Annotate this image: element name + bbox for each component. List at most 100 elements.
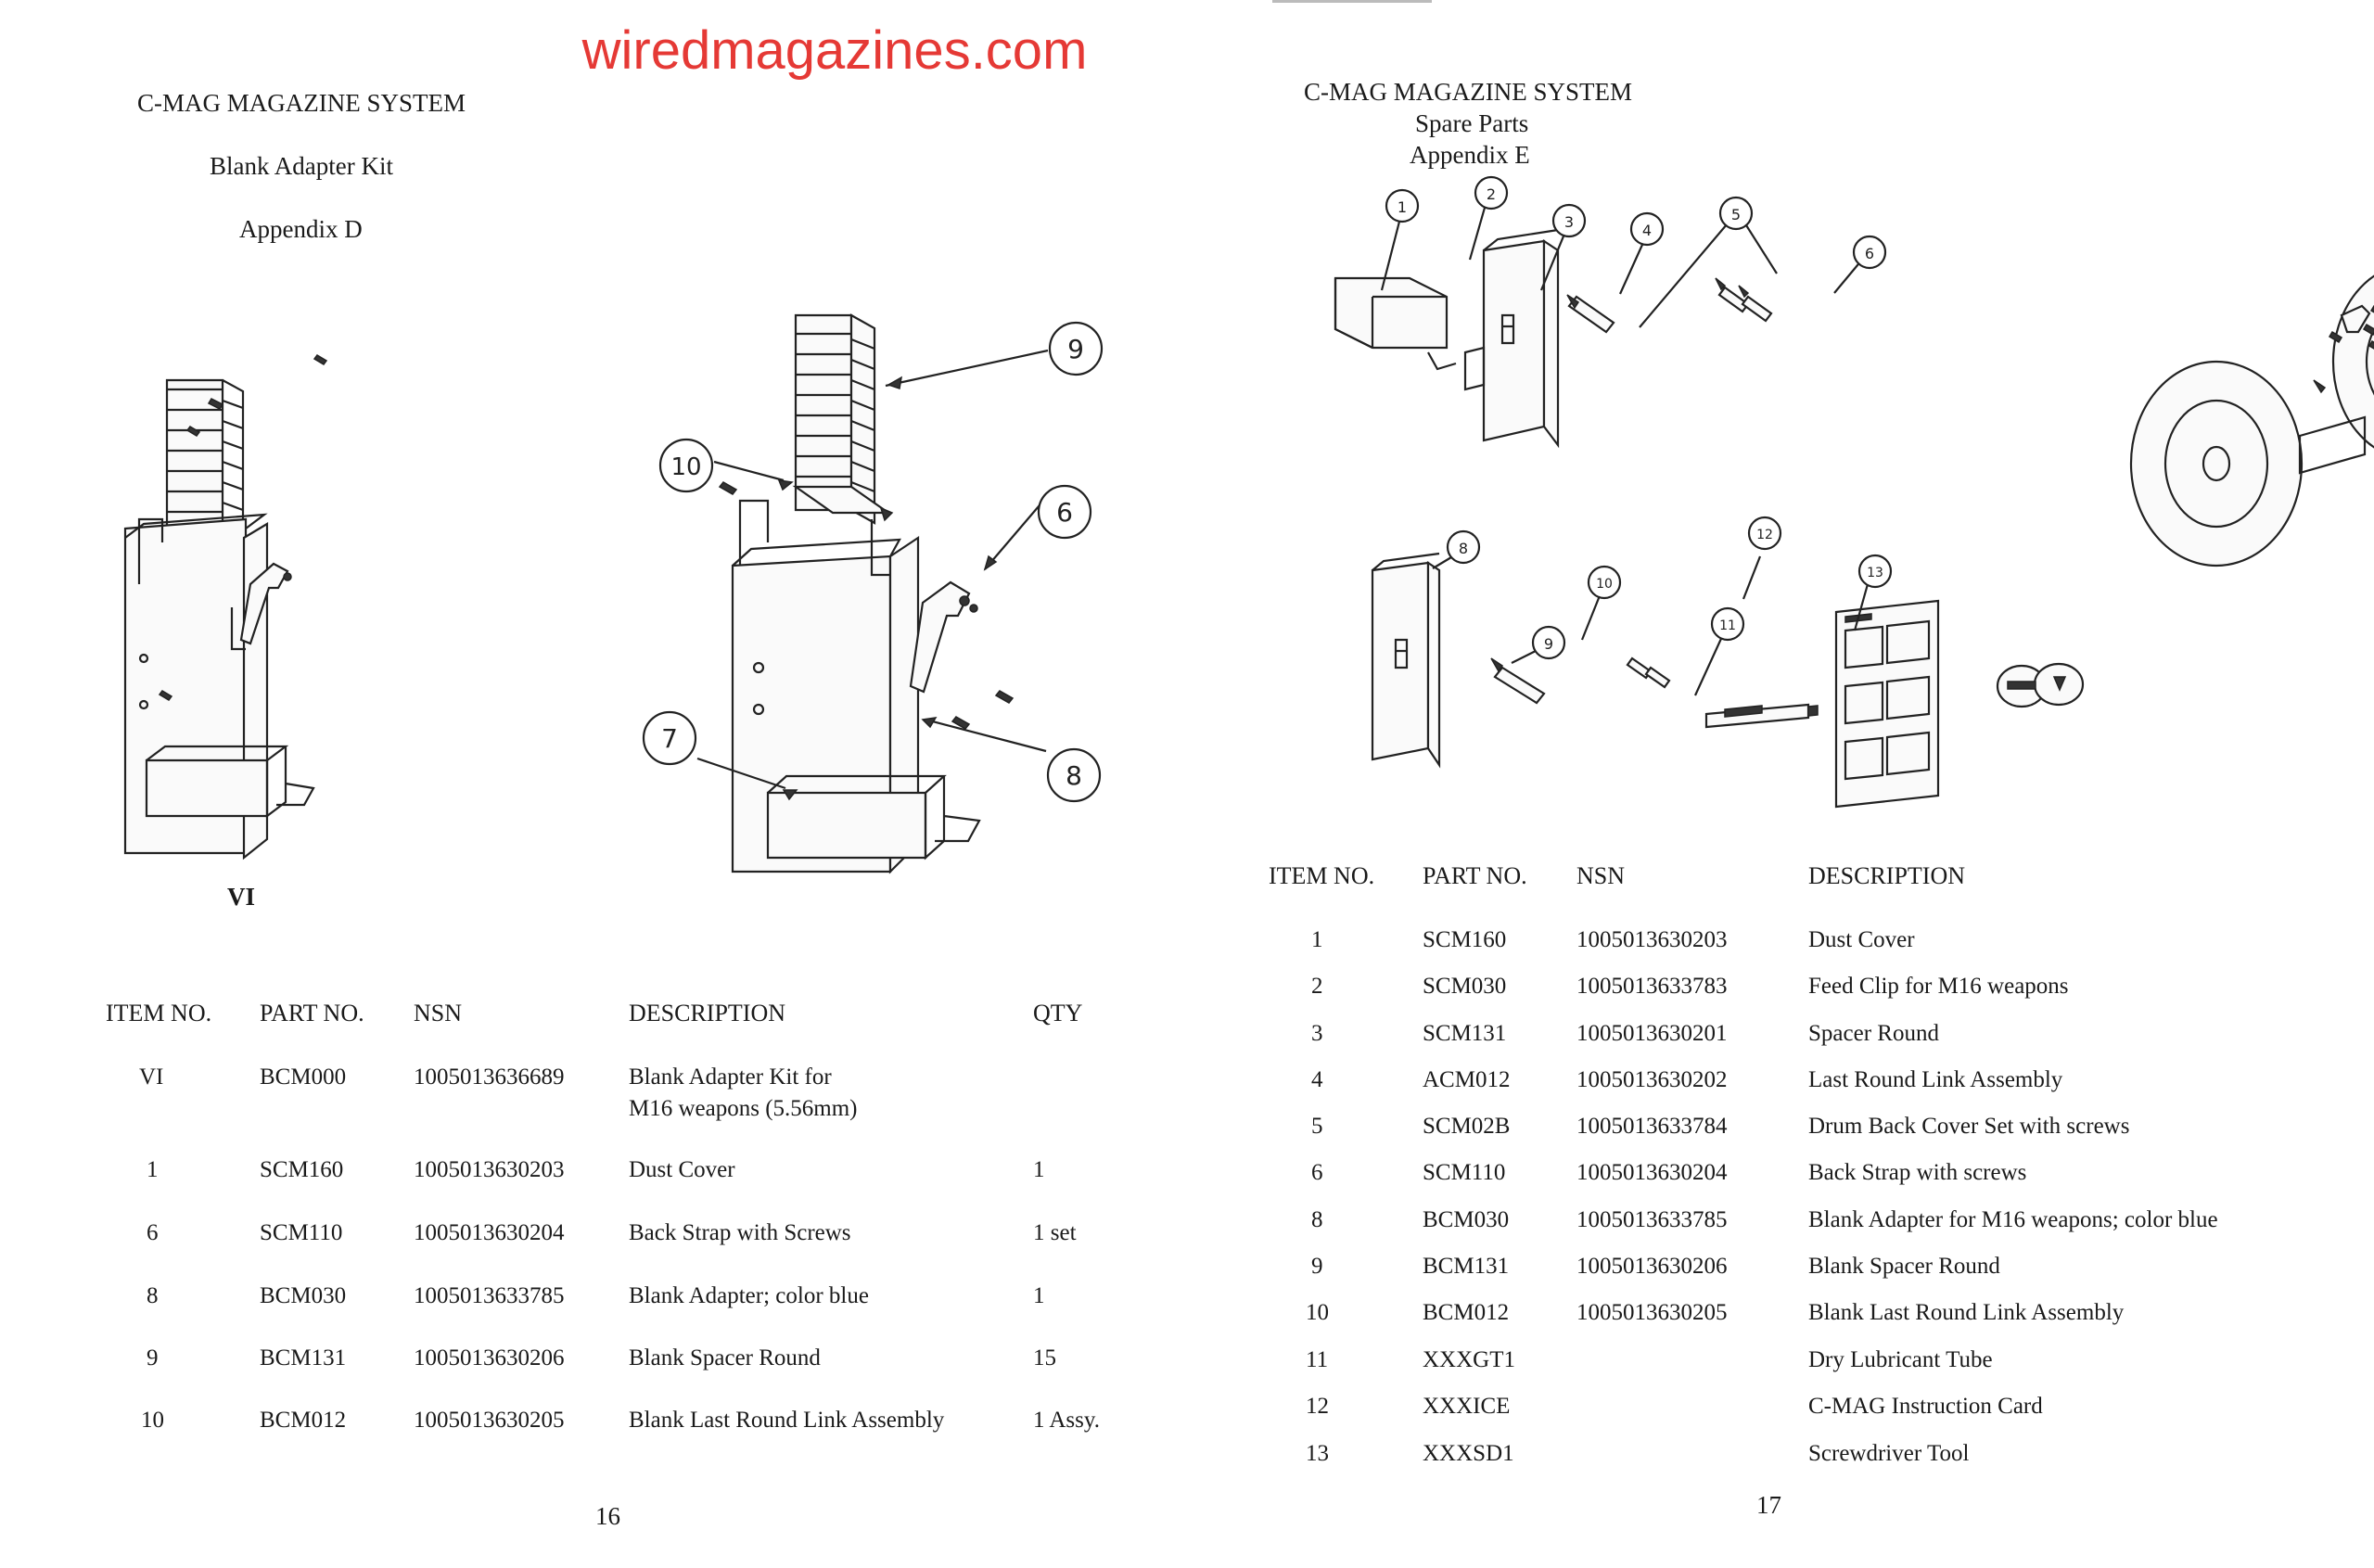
callout-9: 9 xyxy=(1531,625,1566,660)
item-no: 10 xyxy=(141,1408,164,1433)
description: Blank Adapter for M16 weapons; color blu… xyxy=(1808,1207,2218,1232)
description: Blank Spacer Round xyxy=(1808,1254,2000,1279)
col-header-item: ITEM NO. xyxy=(1269,862,1375,889)
system-title: C-MAG MAGAZINE SYSTEM xyxy=(1304,78,1633,106)
item-no: 11 xyxy=(1306,1347,1329,1372)
appendix-label: Appendix E xyxy=(1410,141,1530,169)
part-no: XXXICE xyxy=(1423,1394,1511,1419)
nsn: 1005013636689 xyxy=(414,1064,565,1090)
nsn: 1005013630206 xyxy=(1576,1254,1728,1279)
callout-4: 4 xyxy=(1629,211,1665,247)
last-round-link-part xyxy=(1715,277,1773,323)
callout-8: 8 xyxy=(1046,747,1102,803)
description: Drum Back Cover Set with screws xyxy=(1808,1114,2130,1139)
blank-spacer-round-part xyxy=(1490,657,1546,705)
description: Blank Adapter; color blue xyxy=(629,1283,869,1308)
kit-title: Blank Adapter Kit xyxy=(210,152,393,180)
assembled-adapter-illustration xyxy=(123,354,328,860)
nsn: 1005013630203 xyxy=(1576,927,1728,952)
dust-cover-exploded xyxy=(766,774,981,860)
part-no: BCM012 xyxy=(1423,1300,1510,1325)
part-no: XXXGT1 xyxy=(1423,1347,1515,1372)
qty: 1 set xyxy=(1033,1220,1077,1245)
description: Blank Last Round Link Assembly xyxy=(629,1408,945,1433)
callout-10: 10 xyxy=(1587,565,1622,600)
right-page: C-MAG MAGAZINE SYSTEM Spare Parts Append… xyxy=(1187,0,2374,1568)
part-no: BCM030 xyxy=(260,1283,347,1308)
description-line2: M16 weapons (5.56mm) xyxy=(629,1096,858,1121)
nsn: 1005013630201 xyxy=(1576,1021,1728,1046)
callout-8: 8 xyxy=(1446,529,1481,565)
col-header-part: PART NO. xyxy=(1423,862,1527,889)
part-no: BCM131 xyxy=(1423,1254,1510,1279)
col-header-description: DESCRIPTION xyxy=(1808,862,1966,889)
col-header-qty: QTY xyxy=(1033,1000,1083,1026)
item-no: VI xyxy=(139,1064,164,1090)
part-no: BCM131 xyxy=(260,1345,347,1370)
blank-rounds-column xyxy=(792,313,894,525)
part-no: SCM131 xyxy=(1423,1021,1507,1046)
lubricant-tube-part xyxy=(1704,703,1819,729)
item-no: 5 xyxy=(1311,1114,1323,1139)
callout-10: 10 xyxy=(658,438,714,493)
svg-text:11: 11 xyxy=(1719,618,1736,633)
nsn: 1005013633784 xyxy=(1576,1114,1728,1139)
svg-text:2: 2 xyxy=(1487,185,1496,203)
col-header-nsn: NSN xyxy=(414,1000,463,1026)
item-no: 1 xyxy=(1311,927,1323,952)
svg-text:7: 7 xyxy=(661,723,678,754)
callout-3: 3 xyxy=(1551,203,1587,238)
part-no: BCM030 xyxy=(1423,1207,1510,1232)
nsn: 1005013633783 xyxy=(1576,974,1728,999)
description: Back Strap with screws xyxy=(1808,1160,2027,1185)
spacer-round-part xyxy=(1566,294,1615,334)
qty: 1 Assy. xyxy=(1033,1408,1101,1433)
page-edge-mark xyxy=(1272,0,1432,3)
svg-text:3: 3 xyxy=(1564,213,1574,231)
item-no: 6 xyxy=(147,1220,159,1245)
description: Blank Last Round Link Assembly xyxy=(1808,1300,2125,1325)
item-no: 9 xyxy=(1311,1254,1323,1279)
description: C-MAG Instruction Card xyxy=(1808,1394,2043,1419)
item-no: 6 xyxy=(1311,1160,1323,1185)
exploded-adapter-illustration: 9 10 6 7 8 xyxy=(642,313,1104,874)
description: Dry Lubricant Tube xyxy=(1808,1347,1993,1372)
page-number: 17 xyxy=(1756,1491,1781,1519)
callout-13: 13 xyxy=(1857,554,1893,589)
part-no: SCM110 xyxy=(1423,1160,1506,1185)
blank-adapter-part xyxy=(1371,552,1441,769)
item-no: 1 xyxy=(147,1157,159,1182)
part-no: BCM012 xyxy=(260,1408,347,1433)
callout-6: 6 xyxy=(1037,484,1092,540)
qty: 1 xyxy=(1033,1283,1045,1308)
nsn: 1005013630204 xyxy=(1576,1160,1728,1185)
part-no: SCM02B xyxy=(1423,1114,1511,1139)
leader-lines xyxy=(1380,194,1870,696)
part-no: ACM012 xyxy=(1423,1067,1511,1092)
callout-7: 7 xyxy=(642,710,697,766)
svg-text:9: 9 xyxy=(1544,635,1553,653)
col-header-part: PART NO. xyxy=(260,1000,364,1026)
item-no: 9 xyxy=(147,1345,159,1370)
item-no: 8 xyxy=(1311,1207,1323,1232)
screws-exploded xyxy=(718,481,1015,730)
callout-6: 6 xyxy=(1852,235,1887,270)
col-header-description: DESCRIPTION xyxy=(629,1000,786,1026)
description: Dust Cover xyxy=(1808,927,1915,952)
spare-parts-illustration: 1 2 3 4 5 6 8 9 10 11 12 13 xyxy=(1334,175,2374,809)
back-strap-part xyxy=(2328,304,2374,350)
screws-small xyxy=(158,354,328,701)
part-no: SCM160 xyxy=(260,1157,344,1182)
description: Screwdriver Tool xyxy=(1808,1441,1970,1466)
part-no: BCM000 xyxy=(260,1064,347,1090)
drum-part xyxy=(2129,274,2374,567)
svg-text:9: 9 xyxy=(1067,334,1084,364)
part-no: XXXSD1 xyxy=(1423,1441,1514,1466)
blank-last-round-link-part xyxy=(1626,657,1671,689)
callout-5: 5 xyxy=(1718,196,1754,231)
part-no: SCM110 xyxy=(260,1220,343,1245)
svg-text:6: 6 xyxy=(1056,497,1073,528)
qty: 15 xyxy=(1033,1345,1056,1370)
nsn: 1005013633785 xyxy=(1576,1207,1728,1232)
appendix-label: Appendix D xyxy=(239,215,363,243)
